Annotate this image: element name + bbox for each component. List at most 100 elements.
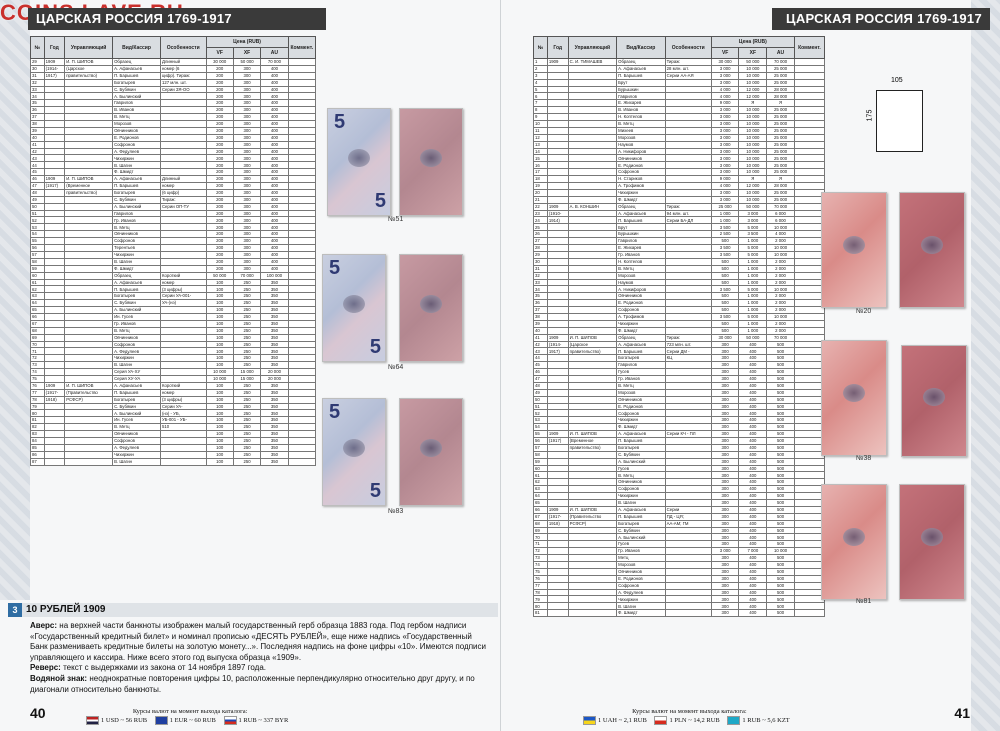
table-cell: Софронов [616,409,666,418]
table-cell [567,374,618,383]
table-cell [793,250,826,259]
table-cell: 28 000 [766,182,795,190]
table-cell [567,395,618,404]
table-cell: Ф. Шмидт [616,423,666,432]
table-cell [43,402,66,411]
table-cell: 300 [710,554,740,563]
table-cell: 500 [766,595,795,604]
table-cell: 10 000 [766,250,795,259]
table-cell [793,209,826,218]
table-cell [793,202,826,211]
table-cell: 5 000 [738,285,768,294]
table-cell: (1914- [546,340,569,349]
table-cell [546,71,569,80]
table-cell: 15 [533,154,548,163]
table-cell: 300 [710,388,740,397]
table-cell: 3 000 [710,147,740,156]
table-cell: 32 [30,78,45,87]
table-cell: 200 [205,106,234,115]
table-cell: 1 000 [710,209,740,218]
table-cell: 300 [710,588,740,597]
table-cell: Софронов [616,168,666,177]
table-cell [287,175,317,184]
table-cell: 400 [260,140,289,149]
table-cell: 20 000 [260,368,289,376]
table-cell [664,154,712,163]
table-cell: 10 000 [766,285,795,294]
table-cell: 50 000 [738,333,768,342]
table-cell: 200 [205,264,234,273]
table-cell: 3 500 [710,312,740,321]
table-cell [159,154,207,163]
banknote-label: №20 [856,308,872,315]
table-cell: Брут [616,78,666,87]
table-cell: 42 [30,147,45,156]
table-cell: 50 000 [205,271,234,280]
table-cell: 500 [766,374,795,383]
table-cell [567,140,618,149]
table-cell [546,450,569,459]
column-header: Особенности [159,36,207,59]
table-cell [546,195,569,204]
table-cell: 300 [710,457,740,466]
table-cell: 9 000 [710,175,740,184]
table-cell [43,423,66,432]
table-cell: А. Афанасьев [616,430,666,438]
table-cell [664,436,712,445]
table-cell [43,106,66,115]
table-cell [567,223,618,232]
table-cell [43,85,66,94]
table-cell: Образец [616,202,666,211]
table-cell: 200 [205,120,234,128]
table-cell: 1 000 [738,319,768,328]
table-cell: 1918) [546,519,569,528]
table-cell [159,333,207,342]
table-cell: 300 [710,368,740,376]
table-cell [43,250,66,259]
banknote-image-back [899,484,965,600]
table-cell: Богатырев [112,78,161,87]
table-cell [567,168,618,177]
table-cell: 300 [710,430,740,438]
table-cell: 300 [710,374,740,383]
table-cell: С. Бубякин [112,85,161,94]
table-cell [793,188,826,197]
table-cell: 5 000 [738,223,768,232]
table-cell [664,264,712,273]
table-cell: Ф. Шмидт [616,326,666,335]
table-cell: 3 500 [710,244,740,252]
table-cell [567,278,618,287]
table-cell: 200 [205,147,234,156]
column-header: AU [260,47,289,59]
table-cell: 500 [766,526,795,535]
table-cell: 7 [533,99,548,108]
table-cell [546,574,569,583]
table-cell [793,430,826,438]
table-cell: А. Былинский [112,92,161,101]
table-cell: А. Трофимов [616,312,666,321]
table-cell [567,581,618,590]
table-cell: 1909 [546,202,569,211]
table-cell: 81 [30,416,45,425]
table-cell: 43 [533,347,548,356]
table-cell [567,182,618,190]
banknote-image-back [899,192,965,308]
table-cell: цифр). Тираж: [159,71,207,80]
table-cell [64,168,114,177]
